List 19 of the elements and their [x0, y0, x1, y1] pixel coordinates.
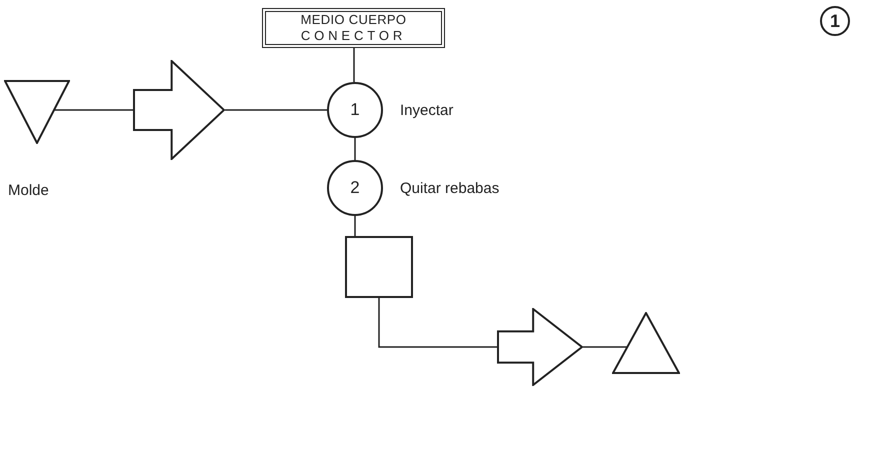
flow-line [354, 216, 356, 236]
circled-number: 1 [820, 6, 850, 36]
flow-line [353, 48, 355, 82]
part-box [262, 8, 445, 48]
storage-triangle [4, 80, 70, 144]
flow-line [225, 109, 327, 111]
storage-triangle [612, 312, 680, 374]
flow-line [583, 346, 627, 348]
step-label: Inyectar [400, 101, 454, 121]
inspection-square [345, 236, 413, 298]
transport-arrow [133, 60, 225, 160]
flow-line [54, 109, 133, 111]
flow-line [354, 138, 356, 160]
step-label: Quitar rebabas [400, 179, 500, 199]
flow-line [378, 298, 497, 348]
part-name: MEDIO CUERPO [300, 12, 406, 28]
step-label: Molde [8, 181, 49, 201]
part-name: CONECTOR [300, 28, 406, 44]
transport-arrow [497, 308, 583, 386]
